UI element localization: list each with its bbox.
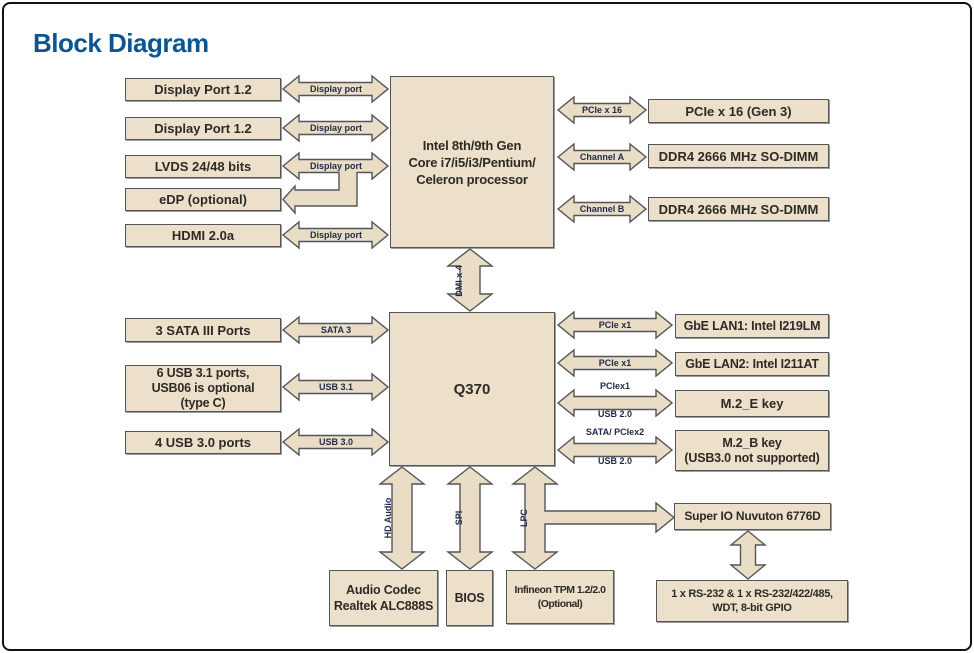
arrow-lan1-pcie-x1 [556, 310, 674, 340]
link-label-channel-a: Channel A [579, 152, 625, 162]
link-label-m2e-usb20: USB 2.0 [597, 409, 633, 419]
node-m2-e-key: M.2_E key [675, 390, 829, 417]
node-ddr4-sodimm-a: DDR4 2666 MHz SO-DIMM [648, 144, 829, 168]
node-m2-b-key: M.2_B key (USB3.0 not supported) [675, 430, 829, 471]
node-gbe-lan2: GbE LAN2: Intel I211AT [675, 352, 829, 376]
node-cpu: Intel 8th/9th Gen Core i7/i5/i3/Pentium/… [390, 76, 554, 248]
arrow-sata3 [281, 315, 390, 345]
link-label-sata3: SATA 3 [320, 325, 352, 335]
arrow-usb31 [281, 372, 390, 402]
node-pch-q370: Q370 [389, 312, 555, 466]
node-pcie-x16-slot: PCIe x 16 (Gen 3) [648, 99, 829, 123]
node-serial-gpio: 1 x RS-232 & 1 x RS-232/422/485, WDT, 8-… [656, 580, 848, 622]
arrow-superio-serial [729, 530, 767, 580]
link-label-displayport-2: Display port [309, 123, 363, 133]
node-hdmi: HDMI 2.0a [125, 224, 281, 247]
link-label-displayport-1: Display port [309, 84, 363, 94]
arrow-pcie-x16 [556, 95, 648, 125]
arrow-usb30 [281, 427, 390, 457]
node-ddr4-sodimm-b: DDR4 2666 MHz SO-DIMM [648, 197, 829, 221]
arrow-displayport-2 [281, 113, 390, 143]
node-usb31-ports: 6 USB 3.1 ports, USB06 is optional (type… [125, 365, 281, 412]
arrow-hd-audio [377, 466, 427, 570]
link-label-lan2-pcie: PCIe x1 [598, 358, 632, 368]
arrow-channel-a [556, 142, 648, 172]
arrow-dmi-x4 [445, 248, 495, 312]
link-label-dmi-x4: DMI x 4 [454, 265, 464, 297]
node-audio-codec: Audio Codec Realtek ALC888S [329, 570, 438, 626]
node-tpm: Infineon TPM 1.2/2.0 (Optional) [506, 570, 614, 624]
node-bios: BIOS [446, 570, 493, 626]
page-title: Block Diagram [33, 28, 209, 58]
link-label-lpc: LPC [519, 509, 529, 527]
node-display-port-2: Display Port 1.2 [125, 117, 281, 140]
link-label-usb31: USB 3.1 [318, 382, 354, 392]
node-gbe-lan1: GbE LAN1: Intel I219LM [675, 314, 829, 338]
arrow-displayport-lvds-edp-branch [281, 151, 390, 215]
link-label-m2b-sata-pciex2: SATA/ PCIex2 [585, 427, 645, 437]
link-label-lan1-pcie: PCIe x1 [598, 320, 632, 330]
arrow-m2b [556, 435, 674, 465]
arrow-lpc-with-superio-branch [510, 466, 676, 570]
node-edp: eDP (optional) [125, 188, 281, 211]
arrow-channel-b [556, 194, 648, 224]
arrow-spi [445, 466, 495, 570]
arrow-m2e [556, 388, 674, 418]
link-label-displayport-lvds: Display port [309, 161, 363, 171]
link-label-spi: SPI [454, 510, 464, 526]
node-usb30-ports: 4 USB 3.0 ports [125, 431, 281, 454]
link-label-channel-b: Channel B [579, 204, 625, 214]
link-label-displayport-hdmi: Display port [309, 230, 363, 240]
link-label-hd-audio: HD Audio [383, 497, 393, 539]
node-super-io: Super IO Nuvuton 6776D [674, 503, 831, 530]
link-label-m2b-usb20: USB 2.0 [597, 456, 633, 466]
arrow-displayport-hdmi [281, 220, 390, 250]
node-sata-ports: 3 SATA III Ports [125, 318, 281, 342]
link-label-usb30: USB 3.0 [318, 437, 354, 447]
link-label-m2e-pciex1: PCIex1 [599, 381, 631, 391]
node-lvds: LVDS 24/48 bits [125, 155, 281, 178]
arrow-lan2-pcie-x1 [556, 348, 674, 378]
link-label-pcie-x16: PCIe x 16 [581, 105, 623, 115]
arrow-displayport-1 [281, 74, 390, 104]
node-display-port-1: Display Port 1.2 [125, 78, 281, 101]
